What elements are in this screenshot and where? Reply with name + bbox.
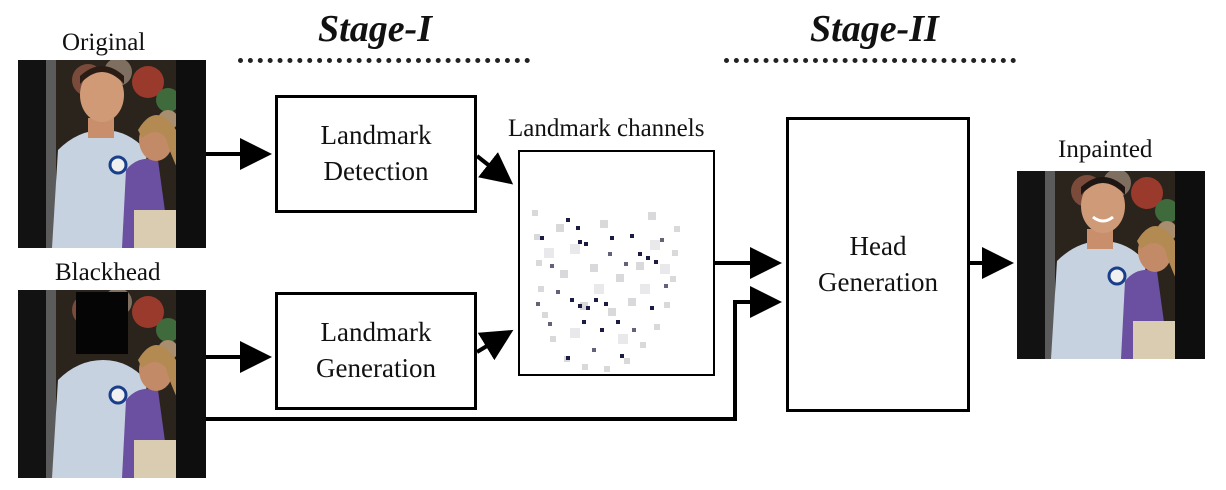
landmark-detection-line-2: Detection: [323, 156, 429, 186]
original-label: Original: [62, 29, 146, 56]
landmark-channels-box: [518, 150, 715, 376]
arrow-detection-to-channels: [475, 152, 514, 185]
stage-2-title: Stage-II: [810, 8, 939, 50]
head-generation-box: Head Generation: [786, 117, 970, 412]
blackhead-photo: [18, 290, 206, 478]
stage-1-divider: [238, 58, 530, 63]
landmark-generation-box: Landmark Generation: [275, 292, 477, 410]
arrow-blackhead-to-head: [206, 286, 782, 421]
inpainted-label: Inpainted: [1058, 136, 1153, 163]
landmark-generation-line-2: Generation: [316, 353, 436, 383]
blackhead-label: Blackhead: [55, 259, 161, 286]
landmark-detection-box: Landmark Detection: [275, 95, 477, 213]
landmark-detection-line-1: Landmark: [320, 120, 432, 151]
landmark-channels-label: Landmark channels: [508, 115, 705, 142]
stage-2-divider: [724, 58, 1016, 63]
inpainted-photo: [1017, 171, 1205, 359]
stage-1-title: Stage-I: [318, 8, 432, 50]
landmark-heatmap: [532, 210, 680, 372]
landmark-generation-line-1: Landmark: [320, 317, 432, 348]
head-generation-line-1: Head: [849, 230, 907, 261]
arrow-generation-to-channels: [475, 329, 514, 361]
original-photo: [18, 60, 206, 248]
head-generation-line-2: Generation: [818, 266, 938, 297]
